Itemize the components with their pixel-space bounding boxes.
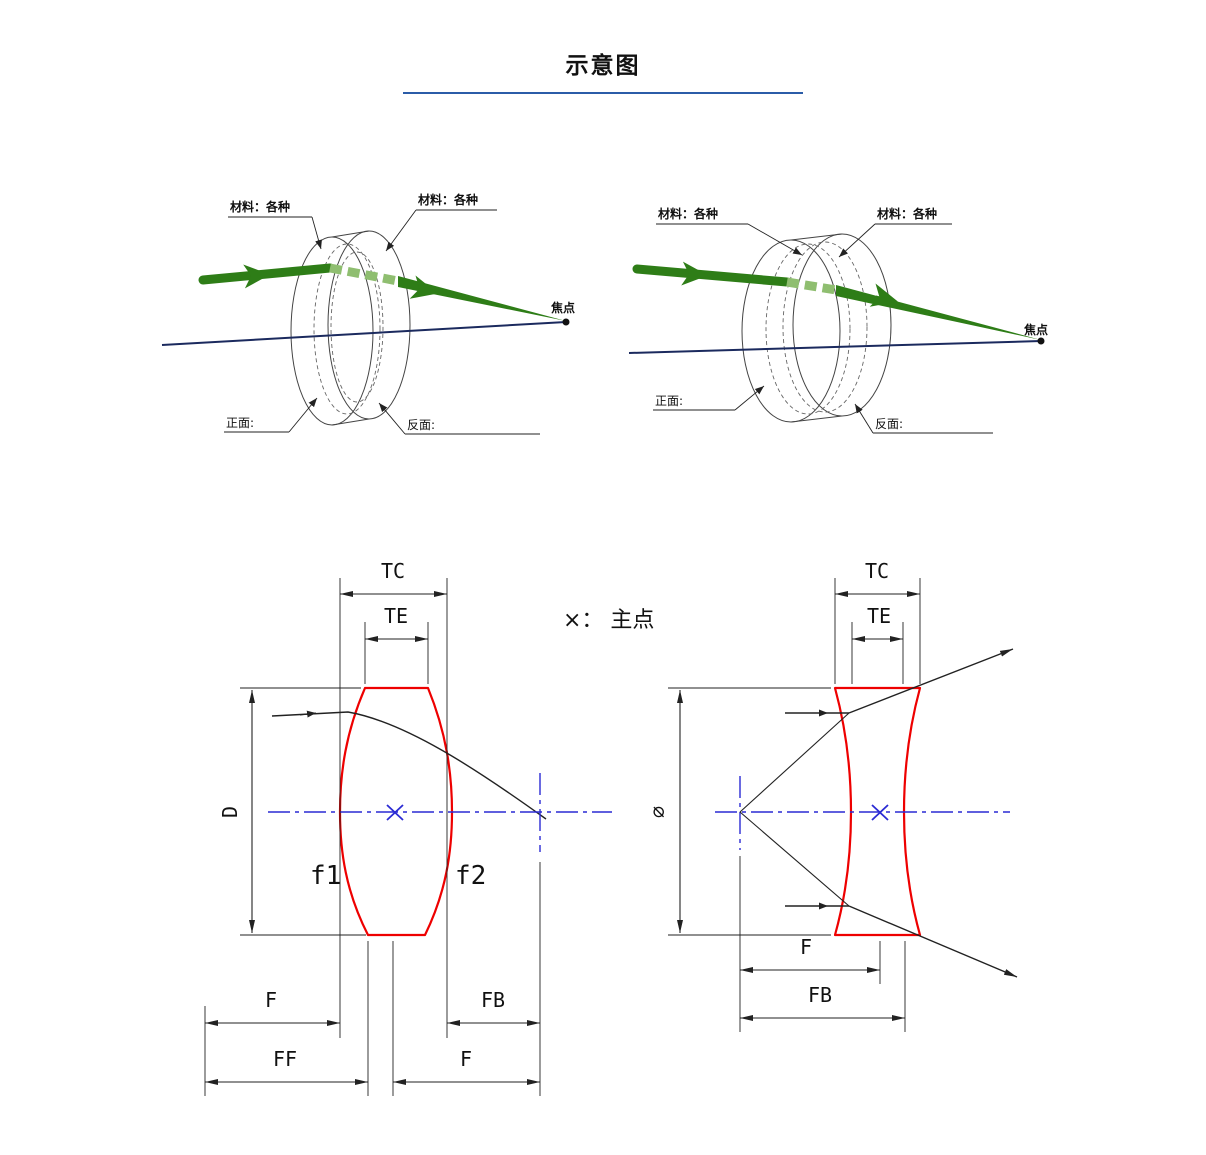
- dim-tc-label: TC: [381, 559, 405, 583]
- diagram-3d-concave-lens: 材料：各种 材料：各种 正面: 反面: 焦点: [628, 206, 1048, 434]
- f1-label: f1: [310, 861, 341, 891]
- dim-fb: FB: [447, 988, 540, 1026]
- callout-front-face: 正面:: [224, 397, 318, 433]
- concave-lens-3d-body: [741, 233, 892, 423]
- material-front-label: 材料：各种: [229, 199, 290, 214]
- dim-ff: FF: [205, 1047, 368, 1085]
- dim-phi-label: ⌀: [646, 806, 670, 818]
- back-face-label: 反面:: [407, 418, 435, 432]
- principal-point-cross: [871, 804, 889, 821]
- material-back-label: 材料：各种: [876, 206, 937, 221]
- dim-phi: ⌀: [646, 690, 683, 933]
- diverging-rays: [739, 648, 1018, 978]
- dim-d-label: D: [218, 806, 242, 818]
- dim-te: TE: [365, 604, 428, 642]
- callout-material-front: 材料：各种: [656, 206, 803, 256]
- dim-tc: TC: [340, 559, 447, 597]
- diagram-2d-biconcave: TC TE ⌀ F FB: [646, 559, 1018, 1032]
- dim-tc: TC: [835, 559, 920, 597]
- callout-front-face: 正面:: [653, 385, 765, 411]
- dim-te-label: TE: [867, 604, 891, 628]
- focus-label: 焦点: [1023, 322, 1048, 337]
- optical-axis: [161, 321, 567, 346]
- focus-label: 焦点: [550, 300, 575, 315]
- diagram-2d-biconvex: TC TE D f1 f2 F FB FF: [204, 559, 612, 1096]
- green-ray: [198, 263, 566, 321]
- biconcave-lens-outline: [833, 686, 922, 937]
- convex-lens-3d-body: [290, 230, 411, 426]
- front-face-label: 正面:: [226, 416, 254, 430]
- biconvex-lens-outline: [338, 686, 454, 937]
- dim-ff-label: FF: [273, 1047, 297, 1071]
- dim-fb: FB: [740, 983, 905, 1021]
- extension-lines: [204, 578, 541, 1096]
- back-face-label: 反面:: [875, 417, 903, 431]
- dim-f-back: F: [393, 1047, 540, 1085]
- green-ray: [632, 261, 1041, 340]
- dim-f-label: F: [800, 935, 812, 959]
- material-back-label: 材料：各种: [417, 192, 478, 207]
- dim-f-back-label: F: [460, 1047, 472, 1071]
- principal-point-note: ×： 主点: [563, 608, 654, 633]
- principal-point-cross: [386, 804, 404, 821]
- dim-d: D: [218, 690, 255, 933]
- callout-material-front: 材料：各种: [228, 199, 322, 250]
- dim-te-label: TE: [384, 604, 408, 628]
- title-block: 示意图: [0, 46, 1206, 94]
- callout-back-face: 反面:: [378, 402, 540, 435]
- dim-f: F: [740, 935, 880, 973]
- callout-material-back: 材料：各种: [838, 206, 952, 258]
- callout-back-face: 反面:: [854, 403, 993, 434]
- extension-lines: [668, 578, 921, 1032]
- dim-fb-label: FB: [808, 983, 832, 1007]
- traced-ray: [271, 710, 547, 820]
- dim-f-front: F: [205, 988, 340, 1026]
- f2-label: f2: [455, 861, 486, 891]
- material-front-label: 材料：各种: [657, 206, 718, 221]
- optical-axis: [628, 340, 1042, 354]
- diagram-3d-convex-lens: 材料：各种 材料：各种 正面: 反面: 焦点: [161, 192, 575, 435]
- focal-point-dot: [1037, 337, 1045, 345]
- page-title: 示意图: [565, 53, 641, 79]
- callout-material-back: 材料：各种: [385, 192, 497, 252]
- dim-tc-label: TC: [865, 559, 889, 583]
- dim-te: TE: [852, 604, 903, 642]
- dim-fb-label: FB: [481, 988, 505, 1012]
- focal-point-dot: [562, 318, 570, 326]
- title-underline: [403, 92, 803, 94]
- dim-f-front-label: F: [265, 988, 277, 1012]
- front-face-label: 正面:: [655, 394, 683, 408]
